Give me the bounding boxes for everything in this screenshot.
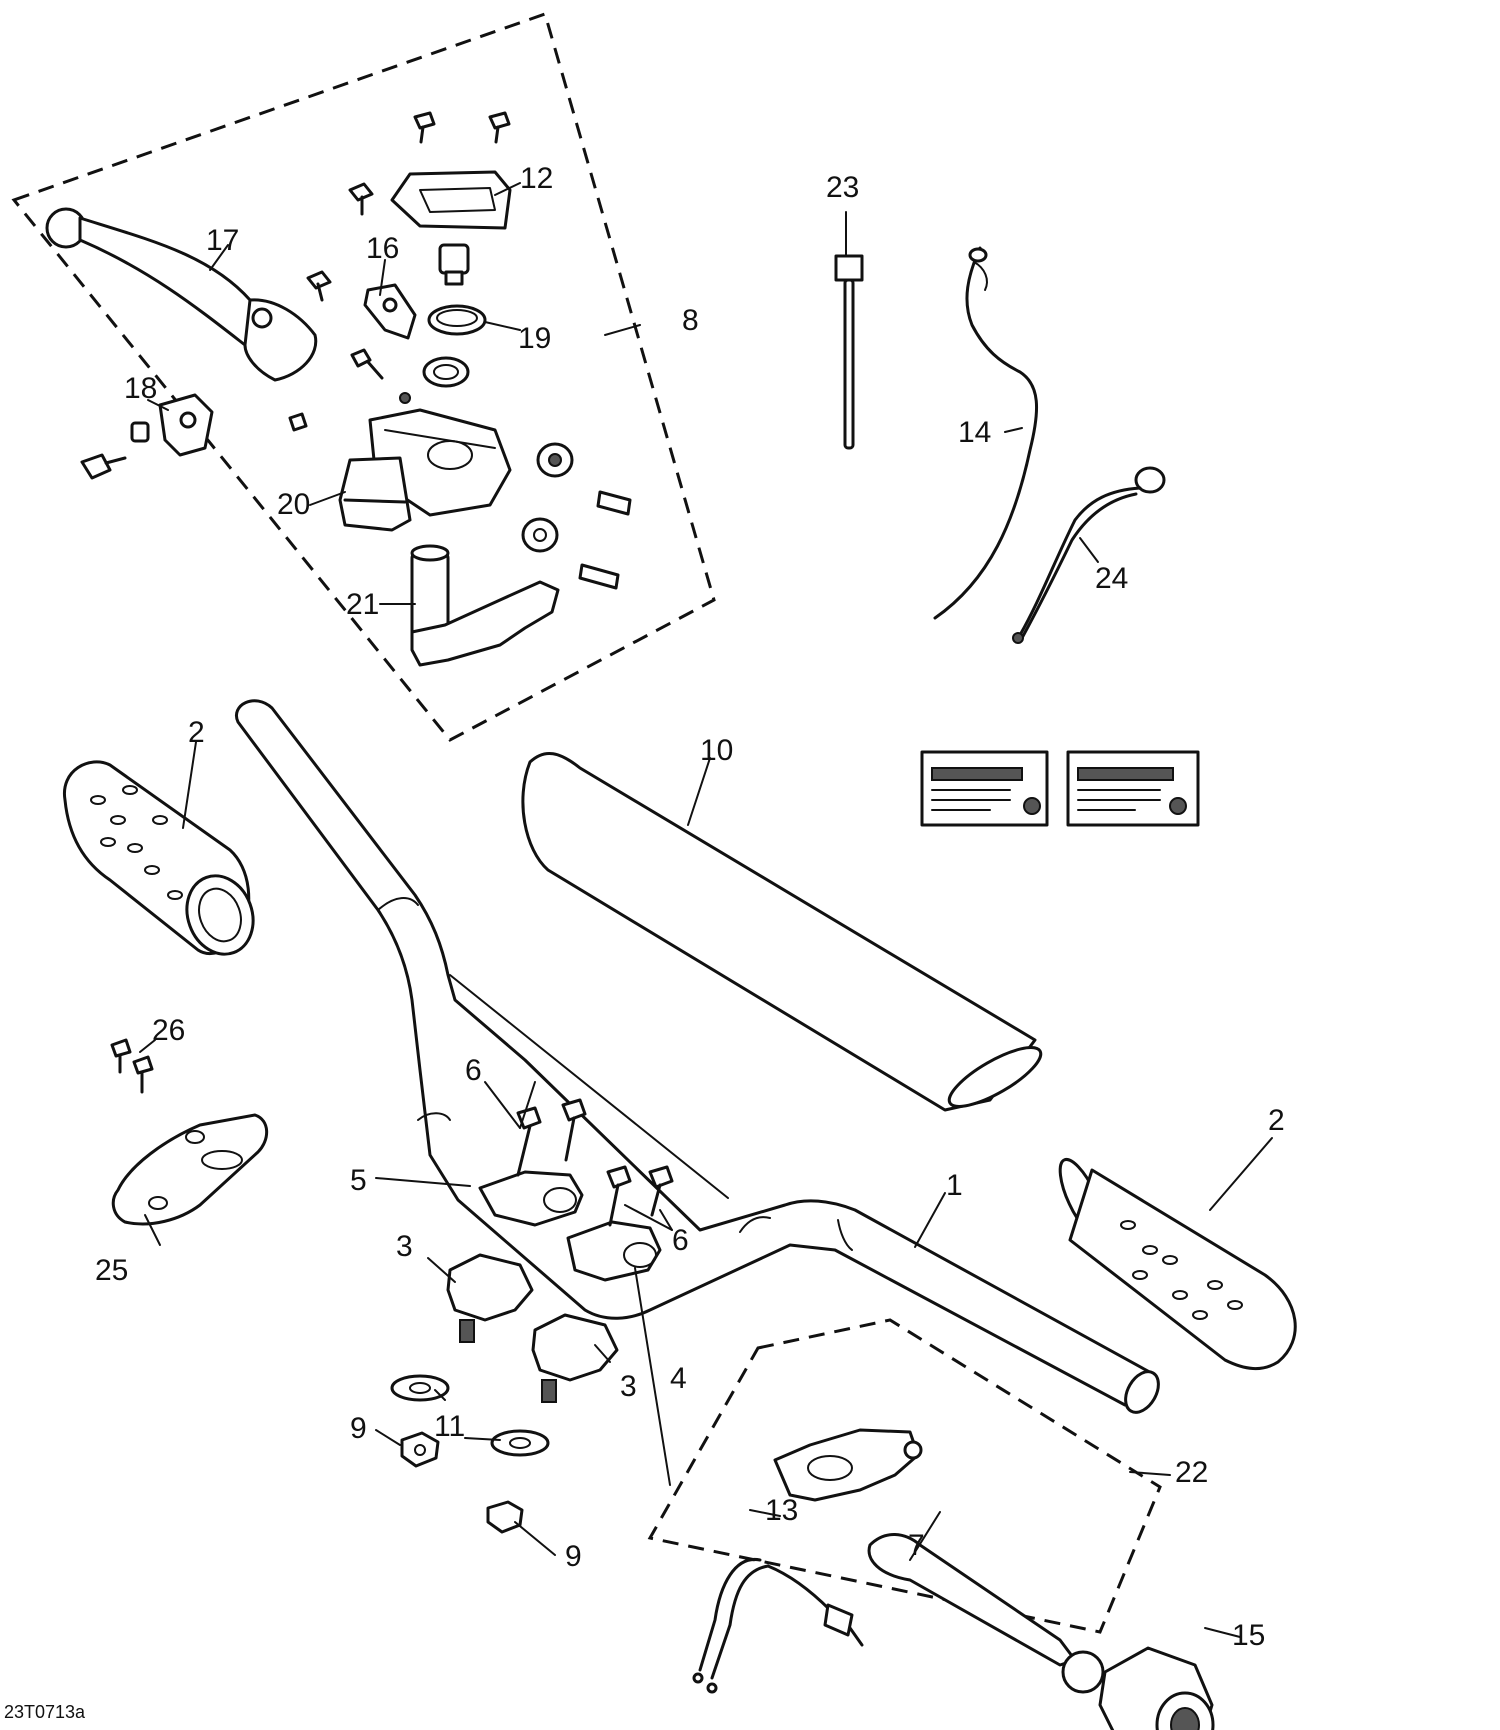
callout-14: 14 [958, 416, 991, 449]
callout-6-lower: 6 [672, 1224, 689, 1257]
flange-nuts [400, 1431, 524, 1534]
master-cylinder-kit-outline [11, 12, 716, 742]
callout-6-upper: 6 [465, 1054, 482, 1087]
callout-9-lower: 9 [565, 1540, 582, 1573]
cable-tie[interactable] [834, 254, 864, 450]
callout-23: 23 [826, 171, 859, 204]
lever-bracket[interactable] [773, 1428, 923, 1502]
callout-12: 12 [520, 162, 553, 195]
handlebar-clamp-upper-left[interactable] [478, 1170, 584, 1227]
callout-4: 4 [670, 1362, 687, 1395]
leader-lines [139, 182, 1273, 1638]
callout-5: 5 [350, 1164, 367, 1197]
handlebar-clamp-upper-right[interactable] [566, 1220, 662, 1282]
reservoir-plug [438, 243, 470, 286]
callout-8: 8 [682, 304, 699, 337]
brake-lever[interactable] [45, 207, 318, 382]
callout-16: 16 [366, 232, 399, 265]
callout-17: 17 [206, 224, 239, 257]
callout-2-right: 2 [1268, 1104, 1285, 1137]
washers [390, 1374, 550, 1457]
clutch-lever[interactable] [867, 1533, 1105, 1694]
warning-decals [920, 750, 1200, 827]
right-grip[interactable] [1052, 1154, 1297, 1370]
cover-screws [413, 111, 511, 144]
stop-switch-wire[interactable] [1012, 466, 1166, 644]
callout-9-upper: 9 [350, 1412, 367, 1445]
lever-pivot-bracket[interactable] [80, 393, 214, 480]
banjo-fittings [521, 442, 632, 590]
plate-screws [110, 1038, 154, 1094]
callout-3-right: 3 [620, 1370, 637, 1403]
screw [288, 182, 384, 432]
callout-10: 10 [700, 734, 733, 767]
riser-left[interactable] [446, 1253, 534, 1343]
callout-3-left: 3 [396, 1230, 413, 1263]
throttle-cable[interactable] [933, 246, 1039, 620]
callout-20: 20 [277, 488, 310, 521]
riser-right[interactable] [531, 1313, 619, 1403]
handlebar-pad[interactable] [521, 752, 1048, 1116]
master-cylinder-body[interactable] [338, 408, 512, 532]
callout-19: 19 [518, 322, 551, 355]
reservoir-cover[interactable] [390, 170, 512, 230]
lever-kit-outline [647, 1318, 1162, 1634]
switch-wire[interactable] [692, 1558, 864, 1694]
clamp-bolts [516, 1098, 674, 1227]
throttle-lever[interactable] [410, 544, 560, 667]
callout-25: 25 [95, 1254, 128, 1287]
spring-clip[interactable] [427, 304, 487, 336]
left-grip[interactable] [63, 760, 263, 964]
callout-15: 15 [1232, 1619, 1265, 1652]
callout-24: 24 [1095, 562, 1128, 595]
seal-ring [399, 356, 470, 404]
mounting-plate[interactable] [111, 1113, 269, 1226]
callout-26: 26 [152, 1014, 185, 1047]
callout-22: 22 [1175, 1456, 1208, 1489]
callout-21: 21 [346, 588, 379, 621]
bar-end-weight[interactable] [1098, 1646, 1215, 1730]
callout-18: 18 [124, 372, 157, 405]
callout-13: 13 [765, 1494, 798, 1527]
callout-2-left: 2 [188, 716, 205, 749]
switch-clamp[interactable] [363, 283, 417, 340]
figure-code: 23T0713a [4, 1702, 86, 1722]
handlebar[interactable] [235, 699, 1165, 1418]
callout-1: 1 [946, 1169, 963, 1202]
callout-11: 11 [434, 1410, 465, 1443]
callout-7: 7 [908, 1529, 925, 1562]
